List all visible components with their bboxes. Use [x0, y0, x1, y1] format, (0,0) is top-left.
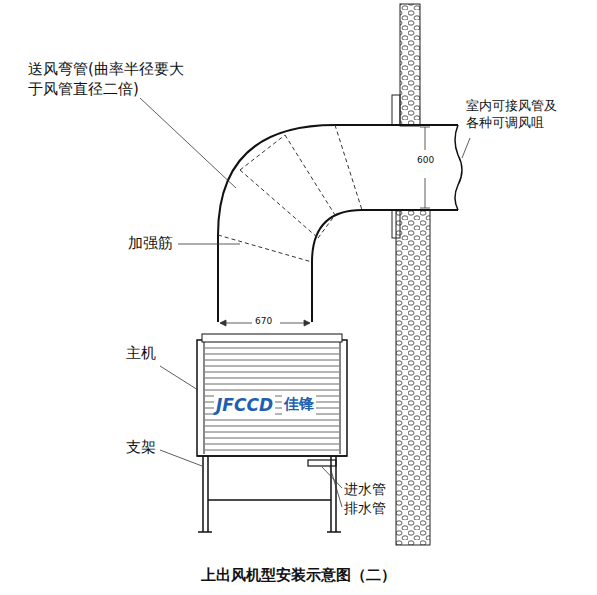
louver-line — [205, 426, 339, 427]
leader-lines — [140, 98, 470, 507]
caption: 上出风机型安装示意图（二） — [201, 566, 396, 586]
elbow-outer — [218, 125, 458, 322]
louver-line — [205, 390, 339, 391]
part-label: 排水管 — [344, 499, 386, 517]
logo-text: JFCCD — [214, 394, 275, 416]
logo-text: 佳锋 — [282, 395, 316, 415]
part-label: 支架 — [126, 438, 156, 458]
unit-louvers — [205, 348, 339, 450]
louver-line — [205, 438, 339, 439]
wall-bracket — [392, 210, 400, 238]
louver-line — [205, 372, 339, 373]
wall-lower — [396, 210, 430, 545]
unit-frame — [340, 342, 341, 454]
part-label: 送风弯管(曲率半径要大于风管直径二倍) — [28, 60, 184, 99]
part-label: 主机 — [126, 344, 156, 364]
louver-line — [205, 420, 339, 421]
part-label: 室内可接风管及各种可调风咀 — [466, 98, 568, 132]
main-unit — [197, 340, 347, 456]
louver-line — [205, 348, 339, 349]
louver-line — [205, 354, 339, 355]
part-label: 加强筋 — [128, 234, 173, 254]
louver-line — [205, 444, 339, 445]
reinforcing-ribs — [218, 125, 362, 262]
duct-outlet — [455, 125, 462, 210]
louver-line — [205, 378, 339, 379]
louver-line — [205, 366, 339, 367]
stand — [197, 456, 347, 532]
louver-line — [205, 360, 339, 361]
elbow-inner — [312, 210, 458, 322]
part-label: 进水管 — [344, 480, 386, 498]
wall-bracket — [392, 95, 400, 125]
dimension-600 — [420, 127, 430, 208]
louver-line — [205, 450, 339, 451]
wall-upper — [400, 4, 420, 126]
dimension-label: 600 — [415, 155, 436, 167]
louver-line — [205, 384, 339, 385]
water-pipes — [308, 460, 336, 466]
louver-line — [205, 432, 339, 433]
unit-frame — [204, 342, 205, 454]
unit-top-flange — [202, 334, 342, 342]
dimension-label: 670 — [253, 316, 274, 328]
